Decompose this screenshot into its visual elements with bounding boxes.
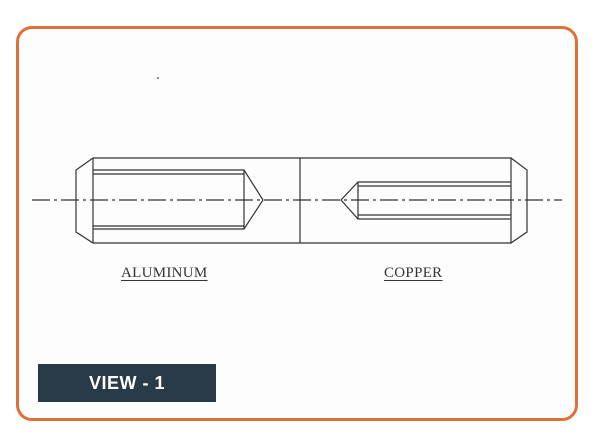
copper-rod-outline — [300, 157, 528, 244]
view-badge: VIEW - 1 — [38, 364, 216, 402]
copper-bore — [340, 181, 511, 220]
copper-label: COPPER — [384, 265, 443, 281]
speck — [157, 77, 159, 79]
aluminum-label: ALUMINUM — [121, 265, 208, 281]
aluminum-rod-outline — [75, 157, 300, 244]
aluminum-bore — [93, 169, 264, 230]
drawing-frame — [16, 26, 578, 421]
